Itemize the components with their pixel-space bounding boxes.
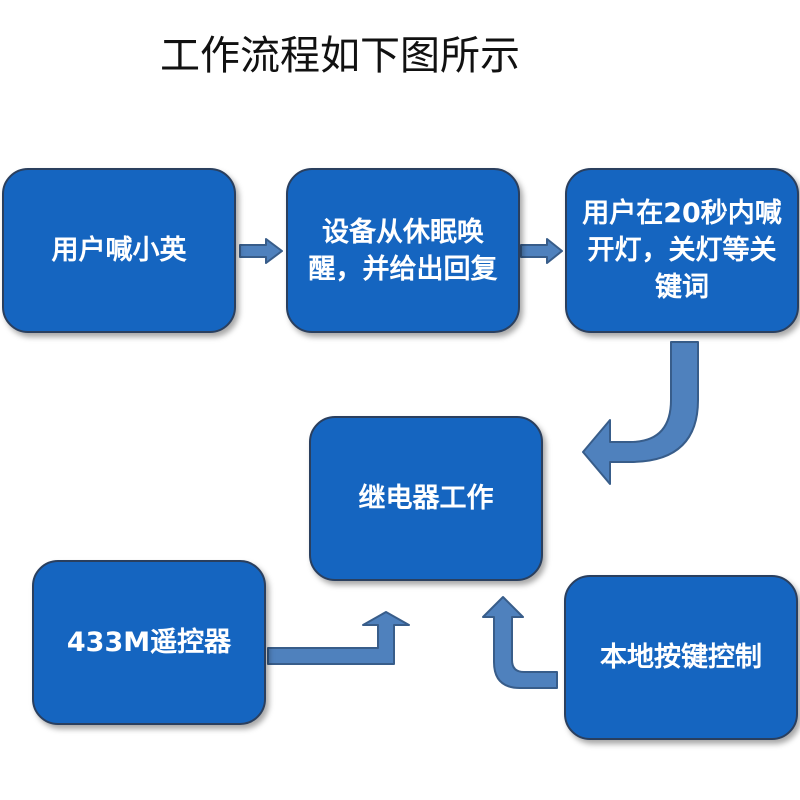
arrow-right-icon	[239, 238, 283, 264]
step-user-command-box: 用户在20秒内喊开灯，关灯等关键词	[565, 168, 799, 333]
step-user-wake-label: 用户喊小英	[51, 235, 187, 266]
step-relay-label: 继电器工作	[358, 483, 494, 514]
curved-arrow-down-left-icon	[582, 341, 699, 485]
step-user-wake-box: 用户喊小英	[2, 168, 236, 333]
step-remote-label: 433M遥控器	[66, 627, 232, 658]
diagram-title: 工作流程如下图所示	[160, 33, 520, 79]
step-device-wake-box: 设备从休眠唤醒，并给出回复	[286, 168, 520, 333]
step-device-wake-label: 设备从休眠唤醒，并给出回复	[308, 216, 498, 285]
step-remote-box: 433M遥控器	[32, 560, 266, 725]
curved-arrow-up-icon	[482, 596, 558, 689]
step-local-control-label: 本地按键控制	[600, 642, 762, 673]
step-user-command-label: 用户在20秒内喊开灯，关灯等关键词	[582, 198, 782, 303]
step-relay-box: 继电器工作	[309, 416, 543, 581]
arrow-right-icon	[520, 238, 563, 264]
elbow-arrow-up-icon	[267, 611, 410, 665]
step-local-control-box: 本地按键控制	[564, 575, 798, 740]
